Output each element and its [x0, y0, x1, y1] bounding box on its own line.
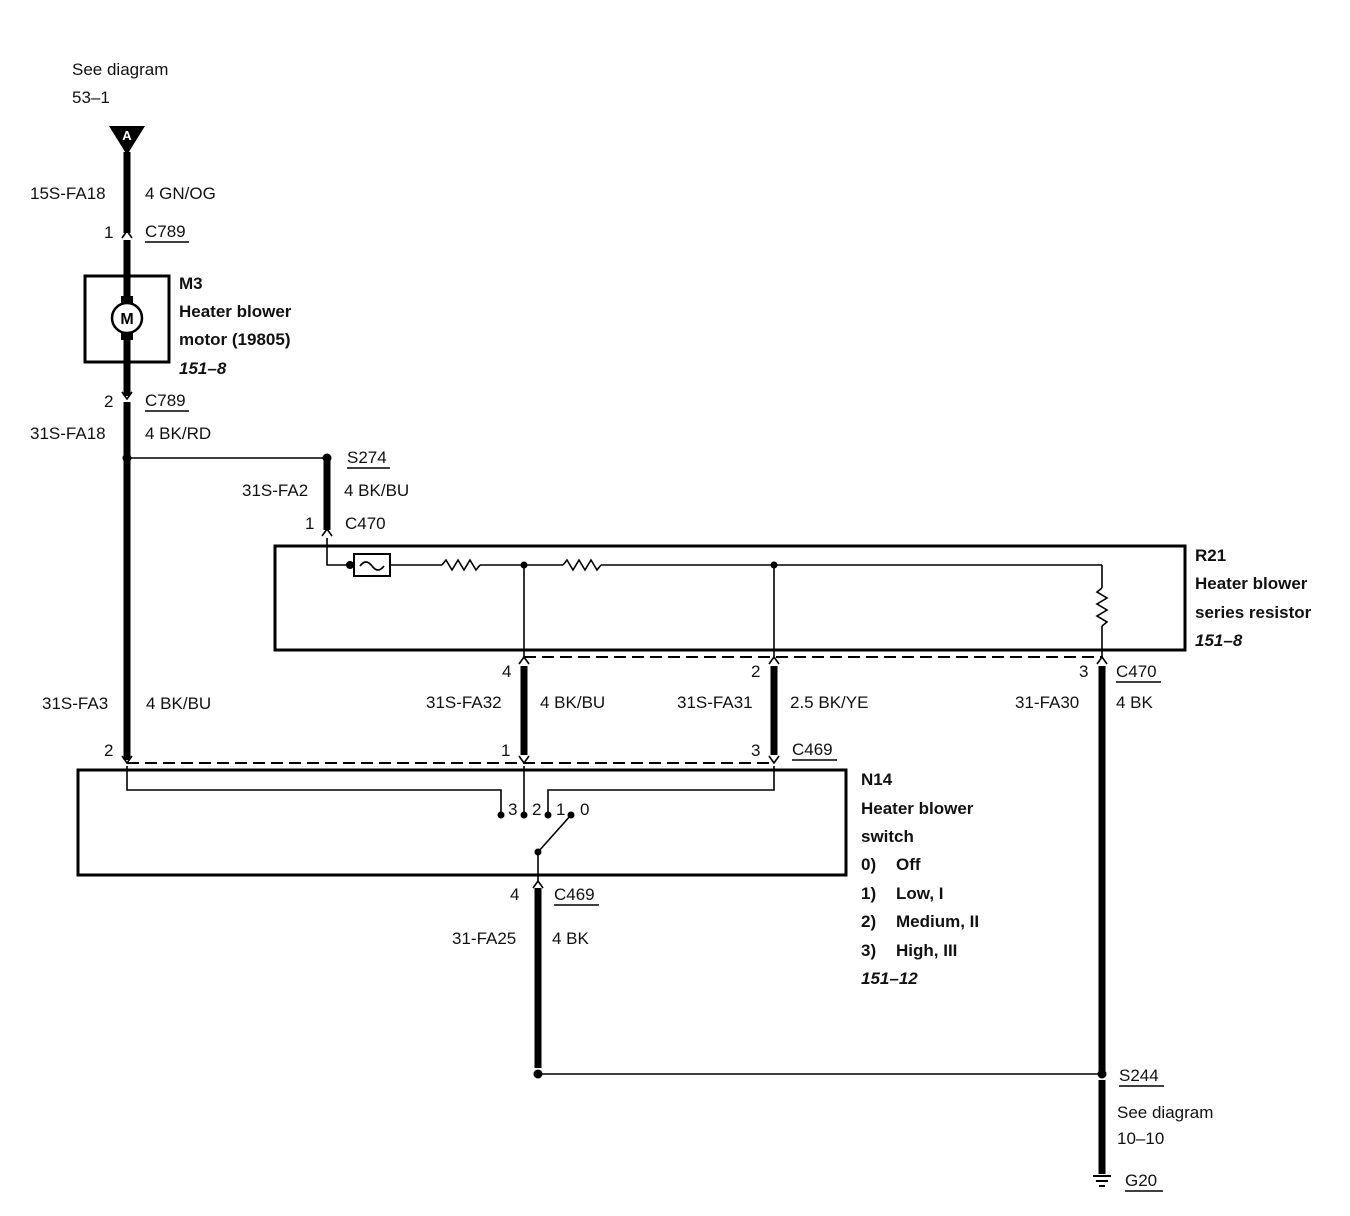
wire-w4-spec: 4 BK/BU	[146, 694, 211, 713]
c789-pin1-mark	[121, 229, 133, 239]
resistor-1-icon	[441, 558, 481, 572]
r21-id: R21	[1195, 546, 1226, 565]
m3-brush-top	[121, 296, 133, 304]
wire-w3-circuit: 31S-FA2	[242, 481, 308, 500]
c470-out-pin4: 4	[502, 662, 511, 681]
c469-top-pin1: 1	[501, 741, 510, 760]
c470-out-name: C470	[1116, 662, 1157, 681]
motor-symbol: M	[120, 311, 133, 328]
n14-mode-2-num: 2)	[861, 912, 876, 931]
c469-bot-pin: 4	[510, 885, 519, 904]
switch-wire-pos3	[126, 766, 502, 814]
wire-w2-spec: 4 BK/RD	[145, 424, 211, 443]
m3-page: 151–8	[179, 359, 227, 378]
c789-bot-name: C789	[145, 391, 186, 410]
c470-pin4-mark	[518, 655, 530, 665]
n14-line2: switch	[861, 827, 914, 846]
ground-ref-line1: See diagram	[1117, 1103, 1213, 1122]
switch-contact-3	[497, 811, 505, 819]
wire-w7-circuit: 31-FA30	[1015, 693, 1079, 712]
n14-page: 151–12	[861, 969, 918, 988]
c470-pin3-mark	[1096, 655, 1108, 665]
ground-label: G20	[1125, 1171, 1157, 1190]
ground-ref-line2: 10–10	[1117, 1129, 1164, 1148]
c469-pin1-mark	[518, 755, 530, 765]
c789-bot-pin: 2	[104, 392, 113, 411]
wire-w6-circuit: 31S-FA31	[677, 693, 753, 712]
s274-label: S274	[347, 448, 387, 467]
n14-id: N14	[861, 770, 893, 789]
ground-icon	[1093, 1175, 1111, 1187]
s244-label: S244	[1119, 1066, 1159, 1085]
m3-line1: Heater blower	[179, 302, 292, 321]
m3-id: M3	[179, 274, 203, 293]
c470-pin2-mark	[768, 655, 780, 665]
c789-pin2-mark	[121, 391, 133, 401]
c470-out-pin3: 3	[1079, 662, 1088, 681]
c789-top-pin: 1	[104, 223, 113, 242]
r21-page: 151–8	[1195, 631, 1243, 650]
switch-lever	[537, 814, 572, 853]
c469-top-name: C469	[792, 740, 833, 759]
wire-w7-spec: 4 BK	[1116, 693, 1154, 712]
c470-in-name: C470	[345, 514, 386, 533]
r21-input-wire	[326, 538, 352, 566]
switch-pos-1: 1	[556, 800, 565, 819]
wire-w5-circuit: 31S-FA32	[426, 693, 502, 712]
c469-pin3-mark	[768, 755, 780, 765]
c469-pin4-mark	[532, 879, 544, 889]
wire-w8-spec: 4 BK	[552, 929, 590, 948]
wire-w2-circuit: 31S-FA18	[30, 424, 106, 443]
switch-contact-2	[520, 811, 528, 819]
c789-top-name: C789	[145, 222, 186, 241]
thermal-fuse-symbol	[359, 561, 385, 571]
wire-w6-spec: 2.5 BK/YE	[790, 693, 868, 712]
wire-w8-circuit: 31-FA25	[452, 929, 516, 948]
c469-bot-name: C469	[554, 885, 595, 904]
r21-input-dot	[346, 561, 354, 569]
wire-w4-circuit: 31S-FA3	[42, 694, 108, 713]
n14-mode-1-label: Low, I	[896, 884, 944, 903]
n14-mode-0-label: Off	[896, 855, 921, 874]
r21-line1: Heater blower	[1195, 574, 1308, 593]
c470-in-pin: 1	[305, 514, 314, 533]
r21-resistor-box	[273, 544, 1187, 652]
c470-pin1-mark	[321, 527, 333, 537]
s244-dot	[1097, 1069, 1107, 1079]
n14-mode-1-num: 1)	[861, 884, 876, 903]
top-ref-line2: 53–1	[72, 88, 110, 107]
n14-mode-3-label: High, III	[896, 941, 957, 960]
connector-a-letter: A	[122, 128, 132, 143]
c470-out-pin2: 2	[751, 662, 760, 681]
wire-w5-spec: 4 BK/BU	[540, 693, 605, 712]
switch-pos-3: 3	[508, 800, 517, 819]
n14-mode-2-label: Medium, II	[896, 912, 979, 931]
resistor-3-icon	[1095, 587, 1109, 627]
resistor-2-icon	[562, 558, 602, 572]
switch-contact-1	[544, 811, 552, 819]
m3-line2: motor (19805)	[179, 330, 290, 349]
c469-pin2-mark	[121, 755, 133, 765]
wire-w3-spec: 4 BK/BU	[344, 481, 409, 500]
n14-mode-0-num: 0)	[861, 855, 876, 874]
top-ref-line1: See diagram	[72, 60, 168, 79]
switch-wire-pos1	[547, 766, 775, 814]
c469-top-pin2: 2	[104, 741, 113, 760]
n14-mode-3-num: 3)	[861, 941, 876, 960]
switch-pos-2: 2	[532, 800, 541, 819]
r21-line2: series resistor	[1195, 603, 1312, 622]
switch-pos-0: 0	[580, 800, 589, 819]
wire-w1-circuit: 15S-FA18	[30, 184, 106, 203]
connector-a-triangle	[109, 126, 145, 155]
n14-switch-box	[76, 768, 848, 877]
m3-brush-bottom	[121, 332, 133, 340]
c469-top-pin3: 3	[751, 741, 760, 760]
n14-line1: Heater blower	[861, 799, 974, 818]
wire-w1-spec: 4 GN/OG	[145, 184, 216, 203]
